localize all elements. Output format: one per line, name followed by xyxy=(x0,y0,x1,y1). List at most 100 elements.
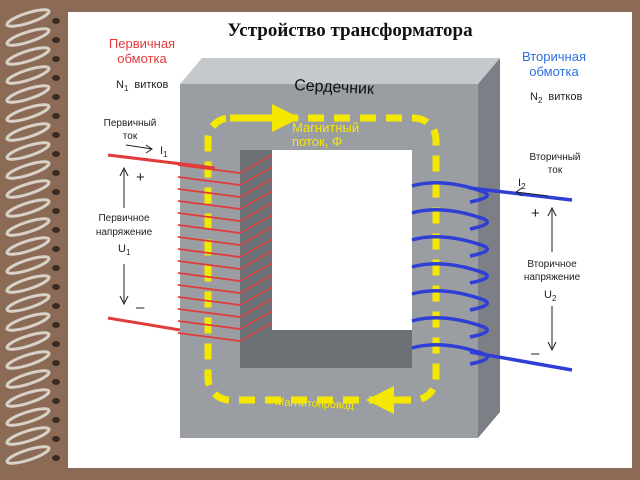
secondary-voltage-line2: напряжение xyxy=(524,272,581,283)
secondary-current-symbol-letter: I xyxy=(518,177,521,189)
primary-turns-word: витков xyxy=(134,79,168,91)
primary-current-line1: Первичный xyxy=(104,118,157,129)
spiral-ring xyxy=(5,407,51,427)
spiral-hole xyxy=(52,341,60,347)
spiral-ring xyxy=(5,46,51,66)
primary-turn xyxy=(177,332,241,342)
secondary-voltage-arrowhead-up xyxy=(547,206,557,217)
primary-turn-back xyxy=(239,154,273,174)
core-window-inner xyxy=(240,150,412,368)
spiral-hole xyxy=(52,265,60,271)
primary-current-line2: ток xyxy=(123,131,138,142)
secondary-voltage-sub: 2 xyxy=(552,294,557,303)
spiral-hole xyxy=(52,360,60,366)
flux-path xyxy=(204,114,440,404)
primary-turn xyxy=(177,308,241,318)
primary-turn xyxy=(177,164,241,174)
spiral-ring xyxy=(5,122,51,142)
primary-turn-back xyxy=(239,274,273,294)
spiral-hole xyxy=(52,455,60,461)
primary-voltage-arrowhead-down xyxy=(119,295,129,306)
primary-turn-back xyxy=(239,202,273,222)
primary-current-arrow xyxy=(125,144,153,154)
spiral-ring xyxy=(5,426,51,446)
spiral-ring xyxy=(5,331,51,351)
core-window xyxy=(272,150,412,330)
secondary-winding-title-1: Вторичная xyxy=(522,49,586,64)
primary-turn-back xyxy=(239,322,273,342)
spiral-hole xyxy=(52,246,60,252)
spiral-ring xyxy=(5,65,51,85)
secondary-current-arrow xyxy=(515,187,549,197)
secondary-voltage-arrowhead-down xyxy=(547,341,557,352)
spiral-hole xyxy=(52,208,60,214)
primary-winding-title-1: Первичная xyxy=(109,36,175,51)
primary-lead-top xyxy=(107,153,216,170)
primary-turn-back xyxy=(239,298,273,318)
primary-turn-back xyxy=(239,214,273,234)
spiral-hole xyxy=(52,132,60,138)
spiral-ring xyxy=(5,141,51,161)
spiral-ring xyxy=(5,312,51,332)
primary-turn xyxy=(177,320,241,330)
secondary-turn xyxy=(411,235,489,258)
primary-winding xyxy=(177,154,273,342)
primary-turn xyxy=(177,272,241,282)
primary-minus-sign: – xyxy=(136,299,145,316)
core-side-face xyxy=(478,58,500,438)
spiral-ring xyxy=(5,198,51,218)
primary-turn-back xyxy=(239,238,273,258)
secondary-plus-sign: + xyxy=(531,205,540,222)
primary-turn-back xyxy=(239,166,273,186)
primary-current-sub: 1 xyxy=(163,150,168,159)
primary-turn xyxy=(177,248,241,258)
spiral-ring xyxy=(5,8,51,28)
spiral-hole xyxy=(52,18,60,24)
spiral-hole xyxy=(52,417,60,423)
spiral-hole xyxy=(52,436,60,442)
primary-turn-back xyxy=(239,226,273,246)
spiral-hole xyxy=(52,151,60,157)
secondary-lead-top xyxy=(469,186,573,202)
primary-turn xyxy=(177,224,241,234)
primary-turn xyxy=(177,236,241,246)
spiral-ring xyxy=(5,255,51,275)
spiral-hole xyxy=(52,113,60,119)
primary-voltage-sub: 1 xyxy=(126,248,131,257)
primary-winding-title-2: обмотка xyxy=(117,51,167,66)
secondary-turn xyxy=(411,289,489,312)
primary-turn xyxy=(177,200,241,210)
secondary-turns-word: витков xyxy=(548,91,582,103)
primary-turn-back xyxy=(239,250,273,270)
secondary-current-line1: Вторичный xyxy=(529,152,580,163)
slide-sheet: Устройство трансформатора Сердечник xyxy=(68,12,632,468)
spiral-ring xyxy=(5,388,51,408)
spiral-ring xyxy=(5,160,51,180)
primary-voltage-line2: напряжение xyxy=(96,227,153,238)
secondary-current-sub: 2 xyxy=(521,182,526,191)
spiral-ring xyxy=(5,293,51,313)
primary-turn-back xyxy=(239,262,273,282)
secondary-winding-title-2: обмотка xyxy=(529,64,579,79)
primary-plus-sign: + xyxy=(136,169,145,186)
spiral-ring xyxy=(5,217,51,237)
primary-turn xyxy=(177,188,241,198)
spiral-hole xyxy=(52,75,60,81)
secondary-current-symbol: I2 xyxy=(518,177,526,191)
secondary-voltage-symbol: U2 xyxy=(544,289,557,303)
primary-voltage-arrowhead-up xyxy=(119,166,129,177)
primary-turn-back xyxy=(239,310,273,330)
spiral-ring xyxy=(5,445,51,465)
primary-voltage-symbol: U1 xyxy=(118,243,131,257)
core-label: Сердечник xyxy=(294,77,376,98)
primary-turn xyxy=(177,296,241,306)
spiral-ring xyxy=(5,27,51,47)
spiral-ring xyxy=(5,350,51,370)
spiral-ring xyxy=(5,84,51,104)
core-top-face xyxy=(180,58,500,84)
primary-current-symbol-letter: I xyxy=(160,145,163,157)
primary-turn xyxy=(177,284,241,294)
primary-lead-bottom xyxy=(107,316,181,332)
spiral-ring xyxy=(5,369,51,389)
